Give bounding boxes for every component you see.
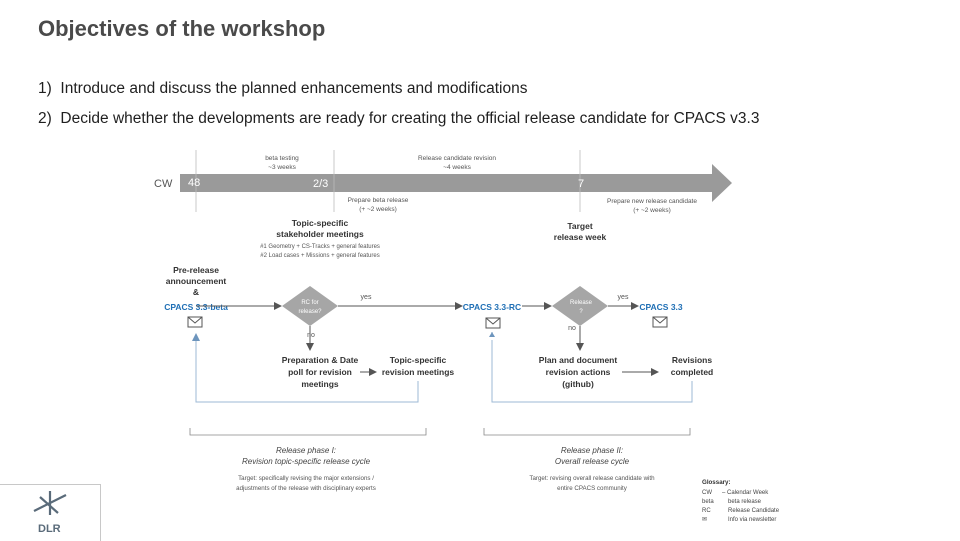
decision-2-diamond <box>552 286 608 326</box>
glossary-term: RC <box>702 508 711 514</box>
envelope-icon <box>652 316 668 328</box>
prerelease-2: announcement <box>166 276 227 286</box>
prep-poll-1: Preparation & Date <box>282 355 359 365</box>
final-release-label: CPACS 3.3 <box>639 302 683 312</box>
rc-release-label: CPACS 3.3-RC <box>463 302 521 312</box>
dlr-logo-text: DLR <box>38 523 61 535</box>
decision-1-label-1: RC for <box>301 300 318 306</box>
prerelease-3: & <box>193 287 199 297</box>
dlr-logo: DLR <box>33 491 67 535</box>
revisions-completed-2: completed <box>671 367 714 377</box>
phase-1-target-1: Target: specifically revising the major … <box>238 475 374 482</box>
objective-2-text: Decide whether the developments are read… <box>60 110 760 127</box>
stakeholder-detail-2: #2 Load cases + Missions + general featu… <box>260 253 379 259</box>
target-week-1: Target <box>567 221 593 231</box>
prep-poll-3: meetings <box>301 379 339 389</box>
envelope-icon <box>485 317 501 329</box>
glossary-term: beta <box>702 499 714 505</box>
phase-2-target-1: Target: revising overall release candida… <box>529 475 655 482</box>
objective-2: 2) Decide whether the developments are r… <box>38 110 759 128</box>
page-title: Objectives of the workshop <box>38 16 326 41</box>
decision-1-label-2: release? <box>298 309 322 315</box>
plan-doc-3: (github) <box>562 379 594 389</box>
timeline-arrow <box>180 164 732 202</box>
plan-doc-1: Plan and document <box>539 355 618 365</box>
revisions-completed-1: Revisions <box>672 355 712 365</box>
objective-2-number: 2) <box>38 110 52 127</box>
decision-2-label-1: Release <box>570 300 593 306</box>
beta-release-label: CPACS 3.3-beta <box>164 302 228 312</box>
objective-1-text: Introduce and discuss the planned enhanc… <box>60 80 528 97</box>
phase-1-subtitle: Revision topic-specific release cycle <box>242 457 371 466</box>
decision-2-no: no <box>568 325 576 332</box>
phase-2-target-2: entire CPACS community <box>557 485 628 492</box>
phase-1-bracket <box>189 428 427 436</box>
rc-marker-tip <box>489 332 495 337</box>
phase-1-target-2: adjustments of the release with discipli… <box>236 485 376 492</box>
decision-2-label-2: ? <box>579 309 583 315</box>
revision-meetings-2: revision meetings <box>382 367 455 377</box>
glossary-term: CW <box>702 490 712 496</box>
objective-1-number: 1) <box>38 80 52 97</box>
decision-1-diamond <box>282 286 338 326</box>
cw-label: CW <box>154 178 173 190</box>
glossary-def: Info via newsletter <box>728 517 776 523</box>
stakeholder-title-1: Topic-specific <box>292 218 349 228</box>
target-week-2: release week <box>554 232 607 242</box>
rc-revision-label: Release candidate revision <box>418 155 496 162</box>
glossary-def: Release Candidate <box>728 508 780 514</box>
loop-phase-2 <box>491 340 693 403</box>
logo-frame <box>0 484 101 541</box>
loop-phase-1 <box>192 333 419 403</box>
stakeholder-title-2: stakeholder meetings <box>276 229 364 239</box>
beta-testing-duration: ~3 weeks <box>268 164 296 171</box>
prepare-rc-label: Prepare new release candidate <box>607 198 697 205</box>
week-start: 48 <box>188 177 200 189</box>
glossary-def: – Calendar Week <box>722 490 769 496</box>
objective-1: 1) Introduce and discuss the planned enh… <box>38 80 527 98</box>
glossary-title: Glossary: <box>702 479 731 486</box>
decision-1-no: no <box>307 332 315 339</box>
glossary-envelope-icon: ✉ <box>702 517 707 523</box>
stakeholder-detail-1: #1 Geometry + CS-Tracks + general featur… <box>260 244 380 250</box>
prep-poll-2: poll for revision <box>288 367 352 377</box>
envelope-icon <box>187 316 203 328</box>
week-mid: 2/3 <box>313 178 328 190</box>
prepare-rc-duration: (+ ~2 weeks) <box>633 207 671 214</box>
glossary: Glossary: CW – Calendar Week beta beta r… <box>702 479 780 523</box>
rc-revision-duration: ~4 weeks <box>443 164 471 171</box>
phase-2-title: Release phase II: <box>561 446 623 455</box>
prepare-beta-label: Prepare beta release <box>348 197 409 204</box>
beta-testing-label: beta testing <box>265 155 299 162</box>
phase-1-title: Release phase I: <box>276 446 336 455</box>
decision-2-yes: yes <box>618 294 629 301</box>
glossary-def: beta release <box>728 499 762 505</box>
decision-1-yes: yes <box>361 294 372 301</box>
prepare-beta-duration: (+ ~2 weeks) <box>359 206 397 213</box>
plan-doc-2: revision actions <box>546 367 611 377</box>
revision-meetings-1: Topic-specific <box>390 355 447 365</box>
prerelease-1: Pre-release <box>173 265 219 275</box>
phase-2-subtitle: Overall release cycle <box>555 457 630 466</box>
phase-2-bracket <box>483 428 691 436</box>
week-end: 7 <box>578 178 584 190</box>
